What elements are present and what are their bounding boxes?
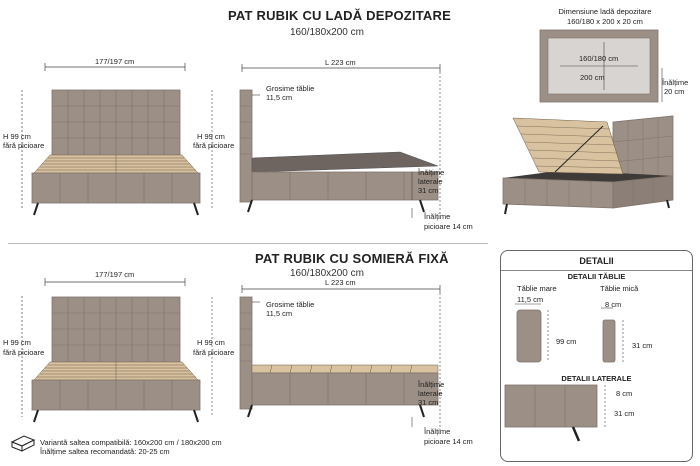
legs-height-label-top-2: picioare 14 cm xyxy=(424,222,473,231)
headboard-thickness-label-top-1: Grosime tăblie xyxy=(266,84,315,93)
side-height-label-bottom-1: H 99 cm xyxy=(197,338,225,347)
small-headboard-thickness: 8 cm xyxy=(605,300,622,309)
lateral-height-label-bottom-3: 31 cm xyxy=(418,398,439,407)
headboard-thickness-label-bottom-1: Grosime tăblie xyxy=(266,300,315,309)
storage-inner-width-label: 160/180 cm xyxy=(579,54,619,63)
headboard-details-illustration xyxy=(515,303,624,363)
front-height-label-bottom-1: H 99 cm xyxy=(3,338,31,347)
small-headboard-height: 31 cm xyxy=(632,341,653,350)
front-bed-illustration-top xyxy=(21,63,201,216)
side-height-label-top-1: H 99 cm xyxy=(197,132,225,141)
lateral-height-label-top-3: 31 cm xyxy=(418,186,439,195)
headboard-thickness-label-bottom-2: 11,5 cm xyxy=(266,309,293,318)
side-bed-illustration-bottom xyxy=(211,285,441,430)
lateral-height-label-bottom-1: Înălțime xyxy=(418,380,445,389)
section-divider xyxy=(8,243,488,244)
front-bed-illustration-bottom xyxy=(21,278,201,423)
front-width-label-top: 177/197 cm xyxy=(95,57,135,66)
bottom-title: PAT RUBIK CU SOMIERĂ FIXĂ xyxy=(255,251,449,266)
lateral-height-label-bottom-2: laterale xyxy=(418,389,443,398)
legs-height-label-bottom-2: picioare 14 cm xyxy=(424,437,473,446)
headboard-thickness-label-top-2: 11,5 cm xyxy=(266,93,293,102)
storage-inner-length-label: 200 cm xyxy=(580,73,605,82)
side-detail-height: 31 cm xyxy=(614,409,635,418)
details-panel: DETALII xyxy=(500,250,693,462)
top-title: PAT RUBIK CU LADĂ DEPOZITARE xyxy=(228,8,451,23)
side-height-label-bottom-2: fără picioare xyxy=(193,348,235,357)
headboard-details-title: DETALII TĂBLIE xyxy=(567,272,626,281)
big-headboard-thickness: 11,5 cm xyxy=(517,295,544,304)
side-bed-illustration-top xyxy=(211,64,441,218)
side-details-illustration xyxy=(504,384,606,442)
side-length-label-bottom: L 223 cm xyxy=(325,278,356,287)
storage-box-illustration xyxy=(539,29,663,103)
legs-height-label-top-1: Înălțime xyxy=(424,212,451,221)
mattress-icon xyxy=(10,435,36,452)
mattress-compatible-text: Variantă saltea compatibilă: 160x200 cm … xyxy=(40,438,222,447)
front-height-label-bottom-2: fără picioare xyxy=(3,348,45,357)
legs-height-label-bottom-1: Înălțime xyxy=(424,427,451,436)
front-height-label-top-2: fără picioare xyxy=(3,141,45,150)
big-headboard-label: Tăblie mare xyxy=(517,284,557,293)
storage-height-label-1: Înălțime xyxy=(662,78,689,87)
front-width-label-bottom: 177/197 cm xyxy=(95,270,135,279)
lateral-height-label-top-1: Înălțime xyxy=(418,168,445,177)
small-headboard-label: Tăblie mică xyxy=(600,284,639,293)
details-title: DETALII xyxy=(501,251,692,271)
top-subtitle: 160/180x200 cm xyxy=(290,27,364,38)
open-storage-bed-illustration xyxy=(502,115,674,215)
lateral-height-label-top-2: laterale xyxy=(418,177,443,186)
storage-title-1: Dimensiune ladă depozitare xyxy=(558,7,652,16)
side-details-title: DETALII LATERALE xyxy=(561,374,632,383)
side-length-label-top: L 223 cm xyxy=(325,58,356,67)
side-detail-thickness: 8 cm xyxy=(616,389,633,398)
big-headboard-height: 99 cm xyxy=(556,337,577,346)
mattress-height-text: Înălțime saltea recomandată: 20-25 cm xyxy=(40,447,170,456)
storage-title-2: 160/180 x 200 x 20 cm xyxy=(567,17,643,26)
storage-height-label-2: 20 cm xyxy=(664,87,685,96)
bottom-subtitle: 160/180x200 cm xyxy=(290,268,364,279)
front-height-label-top-1: H 99 cm xyxy=(3,132,31,141)
side-height-label-top-2: fără picioare xyxy=(193,141,235,150)
